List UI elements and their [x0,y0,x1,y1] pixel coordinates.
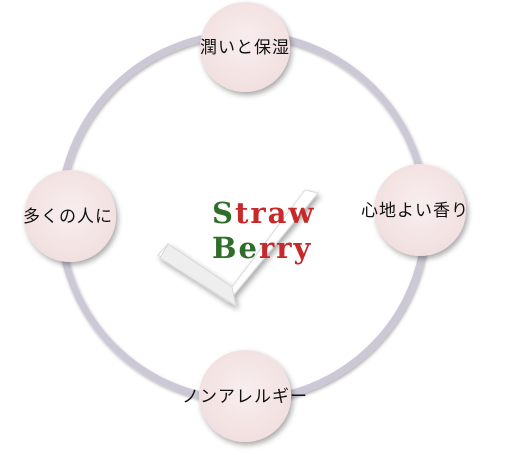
logo-line-straw: Straw [212,196,315,230]
strawberry-logo: Straw Berry [212,196,315,265]
logo-line1-letter: w [287,196,315,230]
node-bottom [199,350,291,442]
logo-line2-letter: y [293,231,313,265]
logo-line2-letter: r [259,231,276,265]
node-bottom-label: ノンアレルギー [182,387,308,407]
node-right-label: 心地よい香り [361,201,469,221]
logo-line-berry: Berry [212,231,312,265]
node-left-label: 多くの人に [23,207,113,227]
node-bottom-circle [199,350,291,442]
logo-line1-letter: a [268,196,289,230]
logo-line1-letter: r [250,196,267,230]
node-left-circle [24,170,116,262]
logo-line1-letter: t [235,196,250,230]
logo-line2-letter: e [239,231,259,265]
node-right-circle [374,164,466,256]
logo-line2-letter: r [276,231,293,265]
logo-line2-letter: B [212,231,239,265]
checkmark-icon [157,189,319,308]
node-top-label: 潤いと保湿 [200,38,290,58]
node-right [374,164,466,256]
logo-line1-letter: S [212,196,235,230]
node-top-circle [200,2,290,92]
node-left [24,170,116,262]
node-top [200,2,290,92]
